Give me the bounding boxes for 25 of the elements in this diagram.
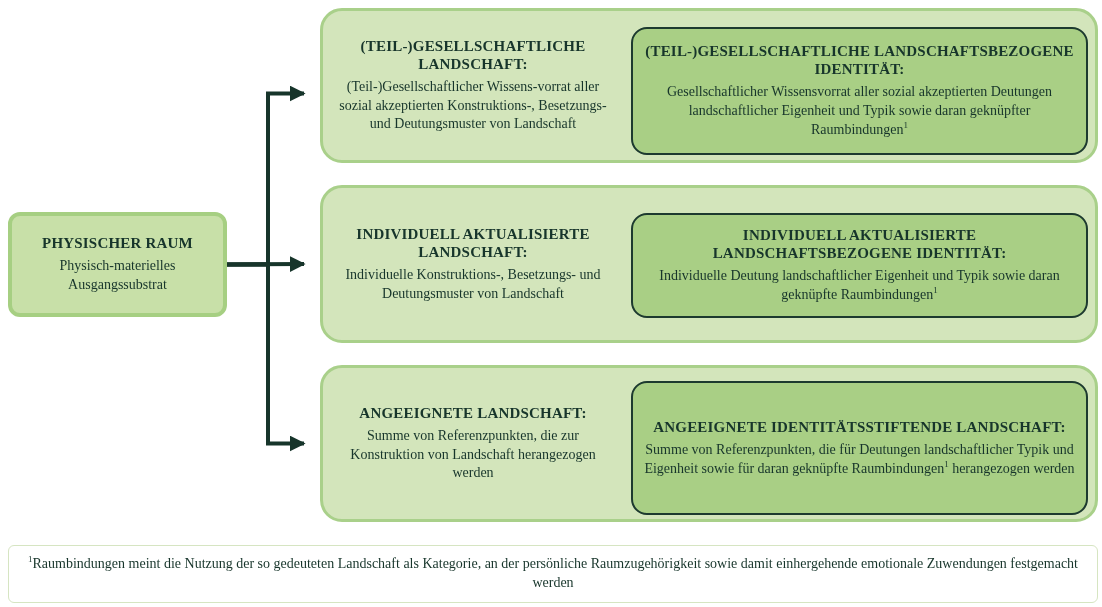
landscape-band (320, 365, 1098, 522)
box-heading: INDIVIDUELL AKTUALISIERTE LANDSCHAFTSBEZOGENE IDENTITÄT: (711, 226, 1008, 263)
box-heading: ANGEEIGNETE IDENTITÄTSSTIFTENDE LANDSCHAFT: (652, 417, 1067, 436)
footnote-text: $^{1}$Raumbindungen meint die Nutzung der so gedeuteten Landschaft als Kategorie, an der persönliche Raumzugehörigkeit sowie damit einhergehende emotionale Zuwendungen festgemacht werden (27, 555, 1079, 592)
arrow (227, 262, 306, 452)
box-description: Individuelle Konstruktions-, Besetzungs- und Deutungsmuster von Landschaft (344, 265, 602, 303)
box-description: (Teil-)Gesellschaftlicher Wissens-vorrat aller sozial akzeptierten Konstruktions-, Besetzungs- und Deutungsmuster von Landschaft (338, 77, 608, 134)
footnote-box (8, 545, 1098, 603)
landscape-band (320, 8, 1098, 163)
identity-box (631, 213, 1088, 318)
identity-box (631, 381, 1088, 515)
landscape-band (320, 185, 1098, 343)
arrow (227, 256, 306, 273)
box-description: Physisch-materielles Ausgangssubstrat (58, 257, 177, 294)
box-description: Summe von Referenzpunkten, die zur Konstruktion von Landschaft herangezogen werden (349, 426, 597, 483)
box-description: Individuelle Deutung landschaftlicher Eigenheit und Typik sowie daran geknüpfte Raumbindungen$^{1}$ (658, 267, 1061, 304)
box-description: Gesellschaftlicher Wissensvorrat aller sozial akzeptierten Deutungen landschaftlicher Eigenheit und Typik sowie daran geknüpfter Raumbindungen$^{1}$ (665, 83, 1054, 139)
box-heading: (TEIL-)GESELLSCHAFTLICHE LANDSCHAFTSBEZOGENE IDENTITÄT: (644, 42, 1075, 79)
process-box (8, 212, 227, 317)
box-heading: ANGEEIGNETE LANDSCHAFT: (358, 403, 588, 422)
box-heading: PHYSISCHER RAUM (41, 234, 194, 253)
box-heading: (TEIL-)GESELLSCHAFTLICHE LANDSCHAFT: (359, 36, 587, 73)
box-description: Summe von Referenzpunkten, die für Deutungen landschaftlicher Typik und Eigenheit sowie für daran geknüpfte Raumbindungen$^{1}$ herangezogen werden (643, 440, 1076, 478)
box-heading: INDIVIDUELL AKTUALISIERTE LANDSCHAFT: (355, 224, 591, 261)
identity-box (631, 27, 1088, 155)
